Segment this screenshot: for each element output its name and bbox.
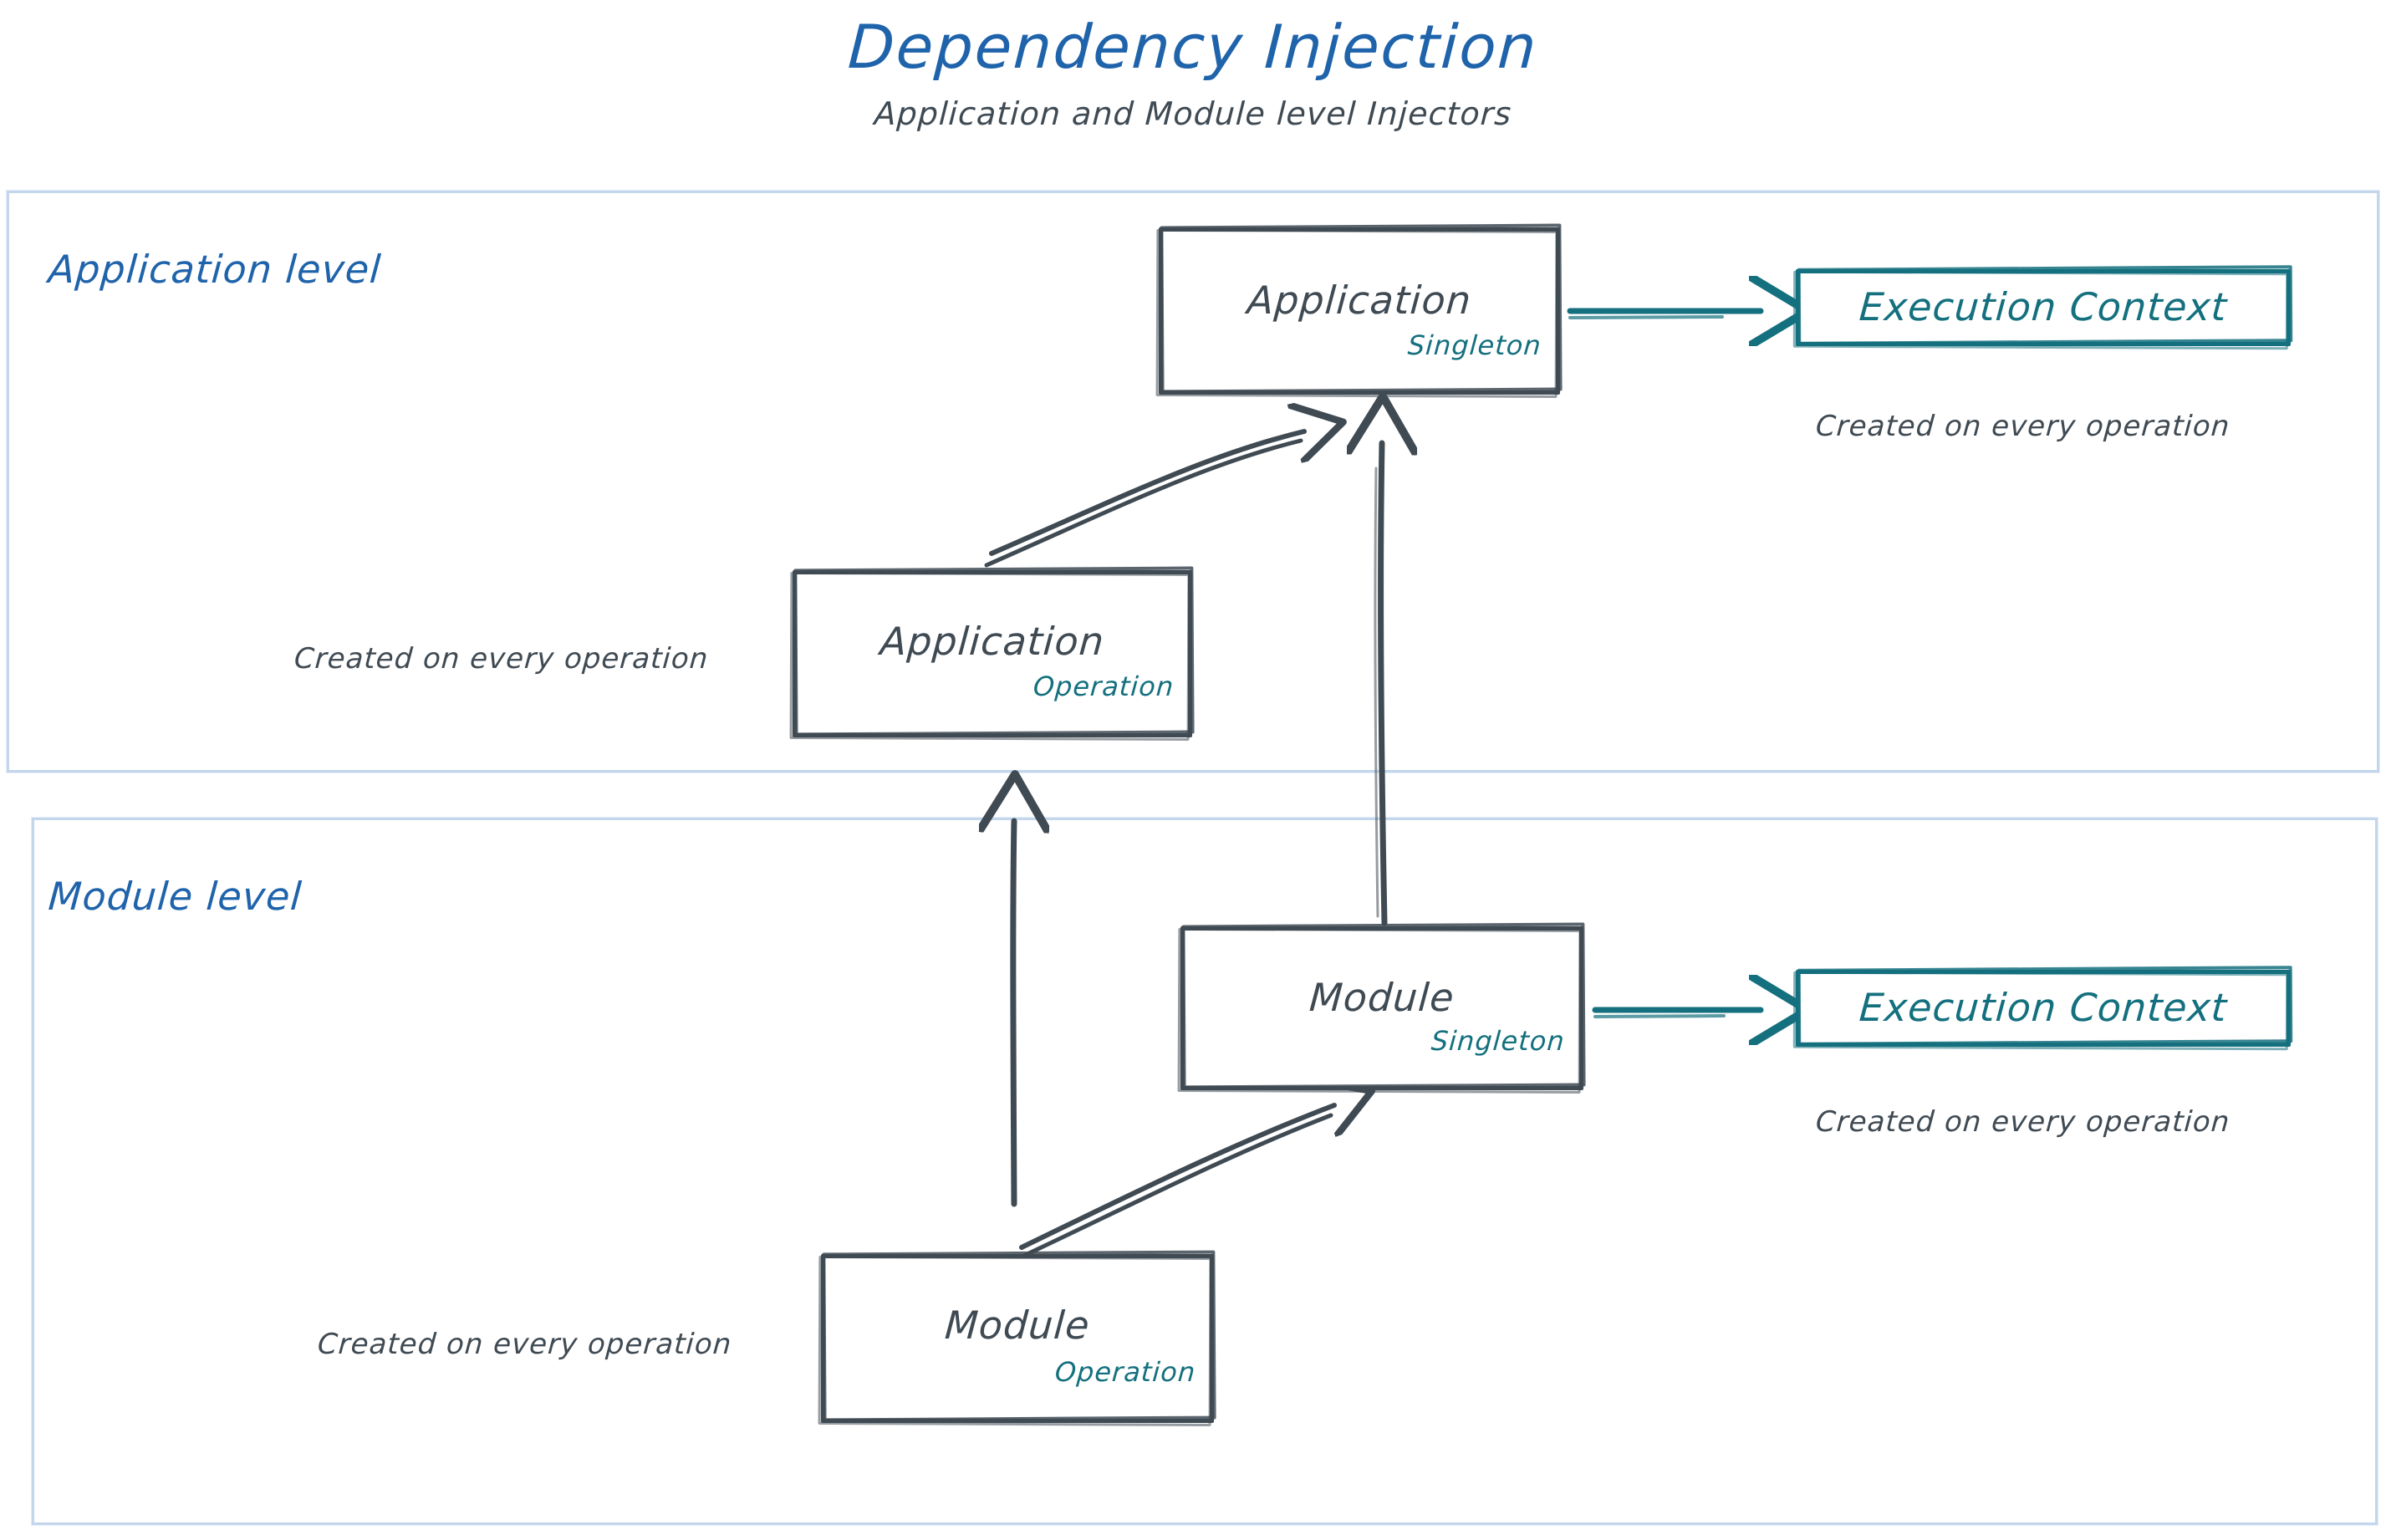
module-level-label: Module level: [47, 874, 304, 919]
node-frame: [793, 570, 1192, 737]
node-application-singleton[interactable]: Application Singleton: [1155, 223, 1563, 399]
node-title: Module: [1308, 975, 1456, 1020]
node-title: Module: [943, 1303, 1092, 1348]
node-scope-badge: Singleton: [1430, 1025, 1567, 1057]
page-subtitle: Application and Module level Injectors: [873, 95, 1513, 132]
node-frame: [1159, 227, 1560, 395]
module-level-container: [32, 818, 2378, 1525]
node-scope-badge: Operation: [1053, 1356, 1197, 1388]
application-level-container: [7, 191, 2379, 773]
caption-execution-context-application: Created on every operation: [1814, 410, 2231, 443]
page-title: Dependency Injection: [846, 12, 1540, 82]
application-level-label: Application level: [47, 247, 383, 292]
caption-module-operation: Created on every operation: [316, 1328, 733, 1361]
node-frame: [821, 1254, 1214, 1423]
node-title: Execution Context: [1858, 985, 2229, 1030]
caption-application-operation: Created on every operation: [293, 642, 710, 676]
node-module-singleton[interactable]: Module Singleton: [1177, 922, 1586, 1094]
node-frame: [1796, 970, 2291, 1047]
node-frame: [1180, 926, 1583, 1090]
node-execution-context-module[interactable]: Execution Context: [1792, 966, 2293, 1051]
node-frame: [1796, 269, 2291, 346]
node-module-operation[interactable]: Module Operation: [818, 1250, 1216, 1427]
node-execution-context-application[interactable]: Execution Context: [1792, 265, 2293, 350]
caption-execution-context-module: Created on every operation: [1814, 1105, 2231, 1139]
node-application-operation[interactable]: Application Operation: [789, 566, 1195, 742]
node-scope-badge: Singleton: [1406, 329, 1543, 361]
node-title: Execution Context: [1858, 284, 2229, 329]
title-block: Dependency Injection Application and Mod…: [0, 0, 2386, 132]
node-title: Application: [879, 619, 1106, 664]
node-scope-badge: Operation: [1032, 671, 1175, 702]
node-title: Application: [1246, 278, 1473, 323]
